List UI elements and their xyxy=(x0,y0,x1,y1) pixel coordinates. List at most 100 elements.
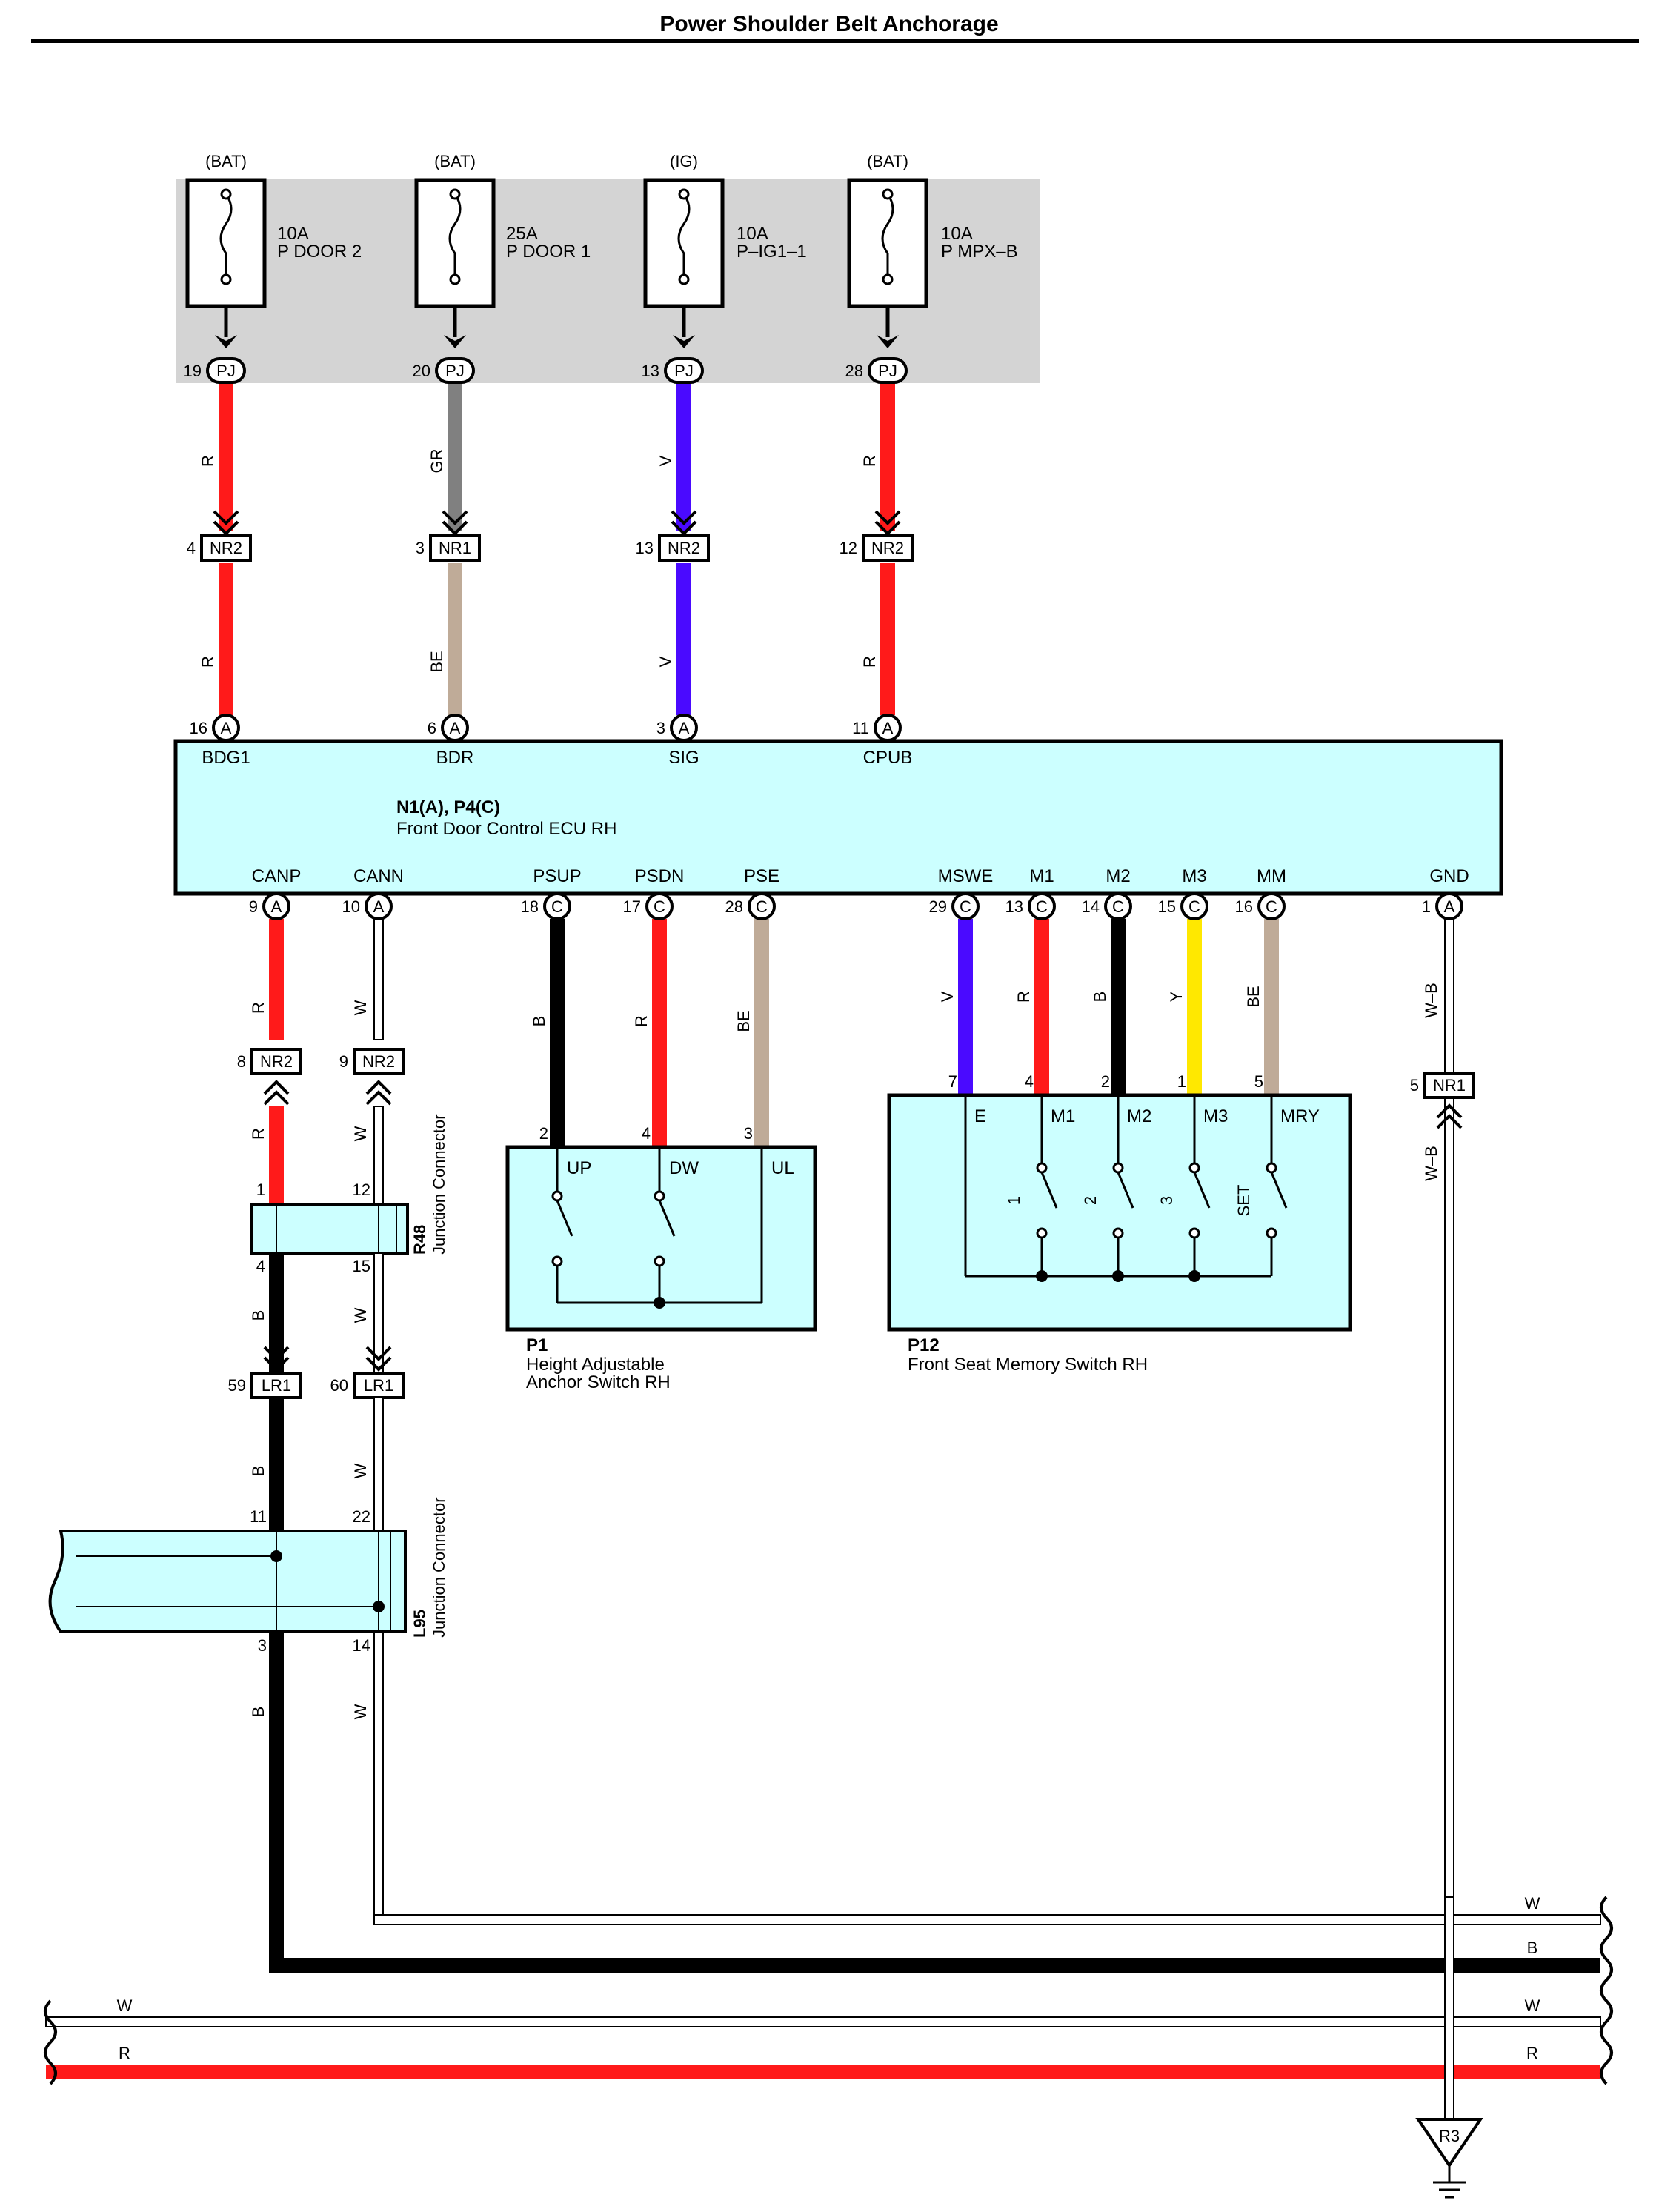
wire-w-cann-2 xyxy=(373,1106,384,1205)
pin-conn: A xyxy=(450,719,461,737)
wire-label: B xyxy=(249,1707,267,1718)
lr1-arrows xyxy=(263,1346,392,1372)
pin-num: 28 xyxy=(725,897,743,916)
pj-pin: 20 xyxy=(413,362,430,380)
pj-pin: 28 xyxy=(845,362,863,380)
nr-conn: NR2 xyxy=(260,1052,293,1071)
wire-labels-ecu-bottom: R W B R BE V R B Y BE W–B xyxy=(249,983,1440,1032)
lr-conn: LR1 xyxy=(364,1376,393,1395)
fuse-amp: 10A xyxy=(277,224,309,244)
r48-junction-connector: 1 12 4 15 R48 Junction Connector xyxy=(250,1114,448,1275)
pin-num: 6 xyxy=(428,719,436,737)
wire-label: BE xyxy=(1244,986,1263,1007)
fuse-amp: 10A xyxy=(737,224,768,244)
wire-label: B xyxy=(1091,992,1109,1003)
bus-label: W xyxy=(117,1996,133,2015)
wire-label: B xyxy=(249,1310,267,1321)
wire-label: B xyxy=(530,1016,548,1027)
bus-w-lower xyxy=(45,2016,1601,2027)
pin-num: 3 xyxy=(656,719,665,737)
ecu-title: N1(A), P4(C) xyxy=(396,797,500,817)
wire-labels-upper: R GR V R xyxy=(199,449,879,474)
ground-r3: R3 xyxy=(1415,2118,1483,2199)
wire-label: W xyxy=(351,1126,370,1141)
ecu-pin-label: GND xyxy=(1429,866,1469,886)
pj-conn: PJ xyxy=(216,362,236,380)
pin-num: 1 xyxy=(1422,897,1431,916)
pin-conn: A xyxy=(373,897,385,916)
pin-num: 18 xyxy=(521,897,539,916)
connector-name: Junction Connector xyxy=(430,1114,448,1255)
pin-num: 4 xyxy=(256,1257,265,1275)
wire-label: BE xyxy=(428,651,446,672)
pj-conn: PJ xyxy=(878,362,897,380)
wire-label: BE xyxy=(734,1010,753,1032)
wire-b-canp-3 xyxy=(269,1253,284,1383)
pin-num: 2 xyxy=(1101,1072,1110,1091)
wire-label: R xyxy=(199,656,217,668)
wire-b-lr1 xyxy=(269,1398,284,1531)
wire-w-l95-down xyxy=(373,1631,384,1925)
bus-label: W xyxy=(1525,1894,1540,1913)
connector-name: Junction Connector xyxy=(430,1497,448,1638)
wire-r-psdn xyxy=(652,919,667,1147)
nr-pin: 5 xyxy=(1410,1076,1419,1095)
nr-pin: 4 xyxy=(187,539,196,557)
terminal-label: DW xyxy=(669,1158,699,1178)
component-id: P1 xyxy=(526,1335,548,1355)
terminal-label: UL xyxy=(771,1158,794,1178)
pj-conn: PJ xyxy=(674,362,694,380)
wire-r-canp xyxy=(269,919,284,1040)
pin-conn: C xyxy=(1266,897,1277,916)
terminal-label: E xyxy=(974,1106,986,1126)
pj-pin: 19 xyxy=(184,362,202,380)
pin-conn: C xyxy=(960,897,971,916)
pin-num: 15 xyxy=(353,1257,370,1275)
pj-connectors: PJ 19 PJ 20 PJ 13 PJ 28 xyxy=(184,306,908,384)
pj-conn: PJ xyxy=(445,362,465,380)
nr-pin: 13 xyxy=(636,539,654,557)
ecu-pin-label: M2 xyxy=(1106,866,1130,886)
nr-conn: NR2 xyxy=(210,539,242,557)
component-name: Front Seat Memory Switch RH xyxy=(908,1355,1148,1375)
fuse-source: (BAT) xyxy=(867,152,908,170)
fuse-source: (IG) xyxy=(670,152,698,170)
terminal-label: UP xyxy=(567,1158,591,1178)
nr-conn: NR2 xyxy=(871,539,904,557)
fuse-p-mpx-b: (BAT) 10A P MPX–B xyxy=(847,152,1018,308)
pin-conn: C xyxy=(1188,897,1200,916)
pin-conn: A xyxy=(221,719,232,737)
ecu-pin-label: SIG xyxy=(668,748,699,768)
fuse-name: P DOOR 2 xyxy=(277,242,362,262)
wire-label: GR xyxy=(428,449,446,474)
pin-num: 29 xyxy=(929,897,947,916)
bus-w-upper xyxy=(373,1914,1601,1925)
pin-num: 16 xyxy=(1235,897,1253,916)
title-rule xyxy=(31,39,1639,43)
ecu-pin-label: BDG1 xyxy=(202,748,250,768)
bus-b xyxy=(269,1958,1600,1973)
pin-num: 13 xyxy=(1005,897,1023,916)
pin-num: 11 xyxy=(250,1507,267,1526)
pin-conn: A xyxy=(1444,897,1455,916)
wire-r-m1 xyxy=(1034,919,1049,1095)
pin-num: 2 xyxy=(539,1124,548,1143)
wire-w-cann-3 xyxy=(373,1252,384,1384)
terminal-label: M1 xyxy=(1051,1106,1075,1126)
switch-label: SET xyxy=(1234,1185,1253,1217)
wire-y-m3 xyxy=(1187,919,1202,1095)
lr-pin: 59 xyxy=(228,1376,246,1395)
wire-r-bdg1-upper xyxy=(219,383,233,531)
page-title: Power Shoulder Belt Anchorage xyxy=(659,12,998,36)
ecu-pin-label: BDR xyxy=(436,748,474,768)
ecu-pin-label: M1 xyxy=(1029,866,1054,886)
wire-v-mswe xyxy=(958,919,973,1095)
wire-w-cann xyxy=(373,918,384,1040)
pin-num: 14 xyxy=(353,1636,370,1655)
wire-gr-bdr-upper xyxy=(448,383,462,531)
wire-be-pse xyxy=(754,919,769,1147)
ecu-name: Front Door Control ECU RH xyxy=(396,819,616,839)
ecu-pin-label: CANP xyxy=(252,866,302,886)
pin-num: 17 xyxy=(623,897,641,916)
